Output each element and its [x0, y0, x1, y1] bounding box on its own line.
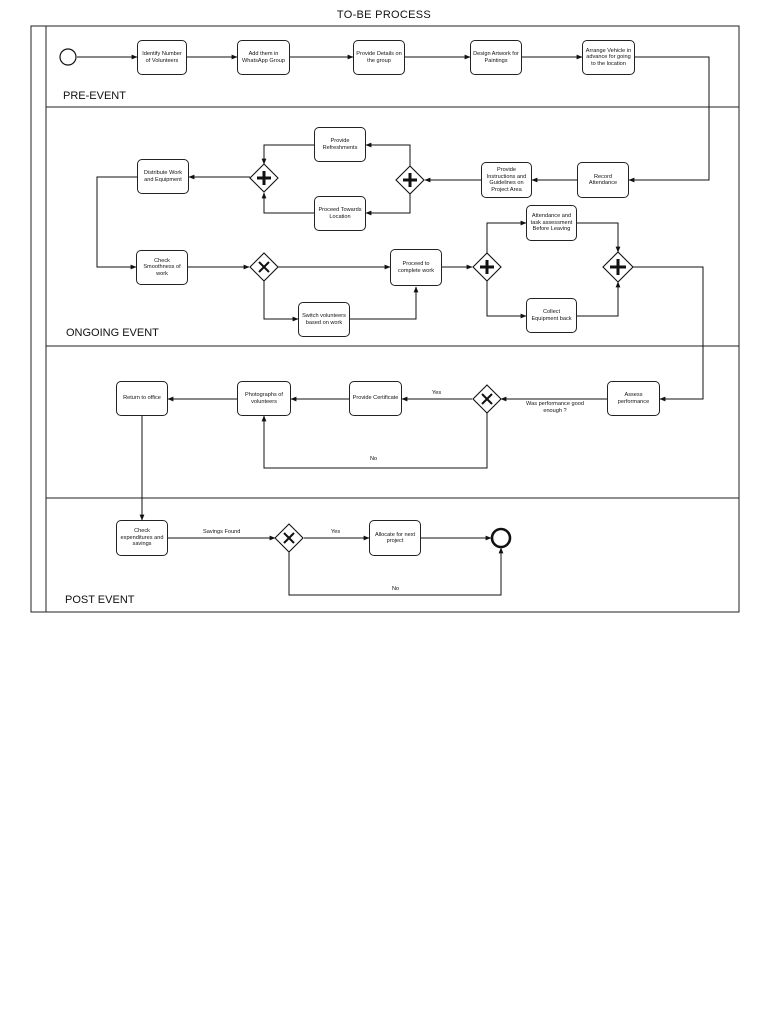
task-proceed-location: Proceed Towards Location — [314, 196, 366, 231]
flow-distribute-check — [96, 176, 137, 270]
task-check-smoothness: Check Smoothness of work — [136, 250, 188, 285]
edge-label-performance-no: No — [370, 456, 378, 462]
flow-split-refreshments — [365, 142, 411, 166]
page-title: TO-BE PROCESS — [336, 9, 432, 21]
start-event — [59, 48, 77, 66]
edge-label-savings-found: Savings Found — [203, 529, 241, 535]
task-attendance-assessment: Attendance and task assessment Before Le… — [526, 205, 577, 241]
task-provide-details: Provide Details on the group — [353, 40, 405, 75]
parallel-gateway-split-wrapup — [472, 252, 502, 282]
pool-border — [30, 25, 740, 613]
task-switch-volunteers: Switch volunteers based on work — [298, 302, 350, 337]
flow-attendance-join — [577, 222, 621, 253]
flow-xor2-end-no — [288, 547, 504, 596]
pool — [30, 25, 740, 613]
edge-label-savings-yes: Yes — [331, 529, 341, 535]
lane-label-post-event: POST EVENT — [65, 594, 135, 606]
sequence-flows — [77, 54, 710, 596]
edge-label-performance-question: Was performance good enough ? — [526, 401, 584, 414]
task-distribute-work: Distribute Work and Equipment — [137, 159, 189, 194]
exclusive-gateway-savings — [274, 523, 304, 553]
task-record-attendance: Record Attendance — [577, 162, 629, 198]
task-return-office: Return to office — [116, 381, 168, 416]
edge-label-savings-no: No — [392, 586, 400, 592]
exclusive-gateway-smoothness — [249, 252, 279, 282]
task-photographs: Photographs of volunteers — [237, 381, 291, 416]
task-arrange-vehicle: Arrange Vehicle in advance for going to … — [582, 40, 635, 75]
task-check-expenditures: Check expenditures and savings — [116, 520, 168, 556]
end-event — [490, 527, 512, 549]
parallel-gateway-join-wrapup — [602, 251, 634, 283]
task-proceed-complete: Proceed to complete work — [390, 249, 442, 286]
parallel-gateway-join-refreshments — [249, 163, 279, 193]
exclusive-gateway-performance — [472, 384, 502, 414]
flow-refreshments-join — [261, 144, 314, 165]
task-provide-instructions: Provide Instructions and Guidelines on P… — [481, 162, 532, 198]
lane-label-ongoing-event: ONGOING EVENT — [66, 327, 159, 339]
flow-split-attendance — [486, 220, 527, 253]
task-collect-equipment: Collect Equipment back — [526, 298, 577, 333]
flow-collect-join — [577, 281, 621, 317]
flow-vehicle-attendance — [628, 56, 710, 183]
edge-label-performance-yes: Yes — [432, 390, 442, 396]
task-identify-volunteers: Identify Number of Volunteers — [137, 40, 187, 75]
task-assess-performance: Assess performance — [607, 381, 660, 416]
task-add-whatsapp: Add them in WhatsApp Group — [237, 40, 290, 75]
flow-xor-switch — [263, 281, 299, 322]
task-design-artwork: Design Artwork for Paintings — [470, 40, 522, 75]
flow-proceed-join — [261, 192, 314, 214]
flow-join-assess — [633, 266, 704, 402]
task-provide-certificate: Provide Certificate — [349, 381, 402, 416]
flow-switch-complete — [350, 286, 419, 320]
flow-split-proceed — [365, 194, 411, 216]
lane-label-pre-event: PRE-EVENT — [63, 90, 126, 102]
task-provide-refreshments: Provide Refreshments — [314, 127, 366, 162]
flow-split-collect — [486, 281, 527, 319]
task-allocate-next: Allocate for next project — [369, 520, 421, 556]
flow-xor-photos-no — [261, 413, 488, 469]
parallel-gateway-split-refreshments — [395, 165, 425, 195]
